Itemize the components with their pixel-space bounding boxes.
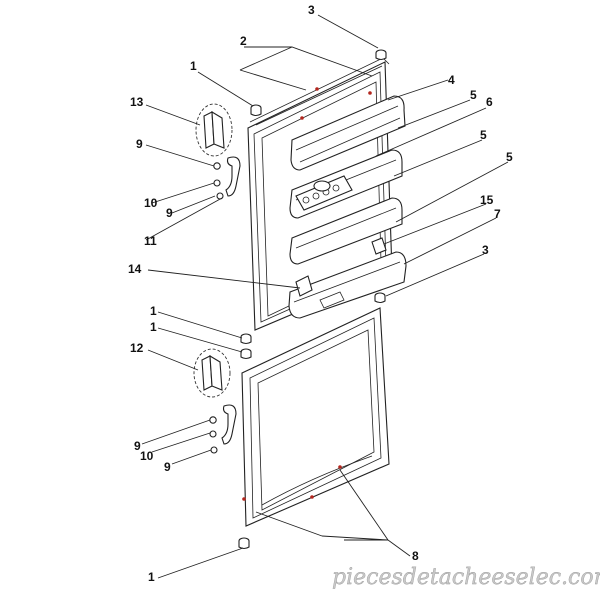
hinge-pin-mid-b <box>240 348 252 360</box>
callout-12: 12 <box>130 341 144 355</box>
callout-3-mid: 3 <box>482 243 489 257</box>
callout-15: 15 <box>480 193 494 207</box>
hinge-pin-mid-a <box>240 333 252 345</box>
bottle-clip <box>295 275 313 297</box>
callout-5-a: 5 <box>470 88 477 102</box>
callout-2: 2 <box>240 34 247 48</box>
handle-insert-detail-13 <box>195 103 233 157</box>
door-shelf-3 <box>289 197 403 265</box>
callout-5-b: 5 <box>480 128 487 142</box>
callout-10-top: 10 <box>144 196 158 210</box>
callout-8: 8 <box>412 549 419 563</box>
callout-4: 4 <box>448 73 455 87</box>
lower-handle <box>221 404 237 445</box>
callout-11: 11 <box>144 234 157 248</box>
callout-10-bot: 10 <box>140 449 154 463</box>
callout-6: 6 <box>486 95 493 109</box>
callout-9-bot-a: 9 <box>134 439 141 453</box>
callout-13: 13 <box>130 95 144 109</box>
hinge-pin-top <box>250 104 262 117</box>
callout-14: 14 <box>128 262 142 276</box>
watermark: piecesdetacheeselec.com <box>332 565 600 590</box>
callout-5-c: 5 <box>506 150 513 164</box>
upper-door <box>247 57 407 331</box>
shelf-clip <box>371 237 387 255</box>
callout-7: 7 <box>494 207 501 221</box>
egg-tray <box>295 175 353 211</box>
callout-9-top-b: 9 <box>166 206 173 220</box>
door-shelf-bottom <box>288 251 407 319</box>
lower-door <box>241 307 390 527</box>
bushing-mid <box>374 292 386 304</box>
callout-1-top: 1 <box>190 59 197 73</box>
hinge-pin-bottom <box>238 537 250 550</box>
upper-handle <box>225 156 241 197</box>
handle-insert-detail-12 <box>193 348 231 398</box>
callout-labels: 1 2 3 4 5 6 5 5 15 7 3 13 9 10 9 11 14 1… <box>128 3 513 584</box>
callout-1-mid-b: 1 <box>150 320 157 334</box>
callout-1-bottom: 1 <box>148 570 155 584</box>
leader-lines <box>141 14 509 579</box>
callout-9-bot-b: 9 <box>164 460 171 474</box>
callout-9-top-a: 9 <box>136 137 143 151</box>
callout-3-top: 3 <box>308 3 315 17</box>
callout-1-mid-a: 1 <box>150 304 157 318</box>
bushing-top <box>375 49 387 61</box>
